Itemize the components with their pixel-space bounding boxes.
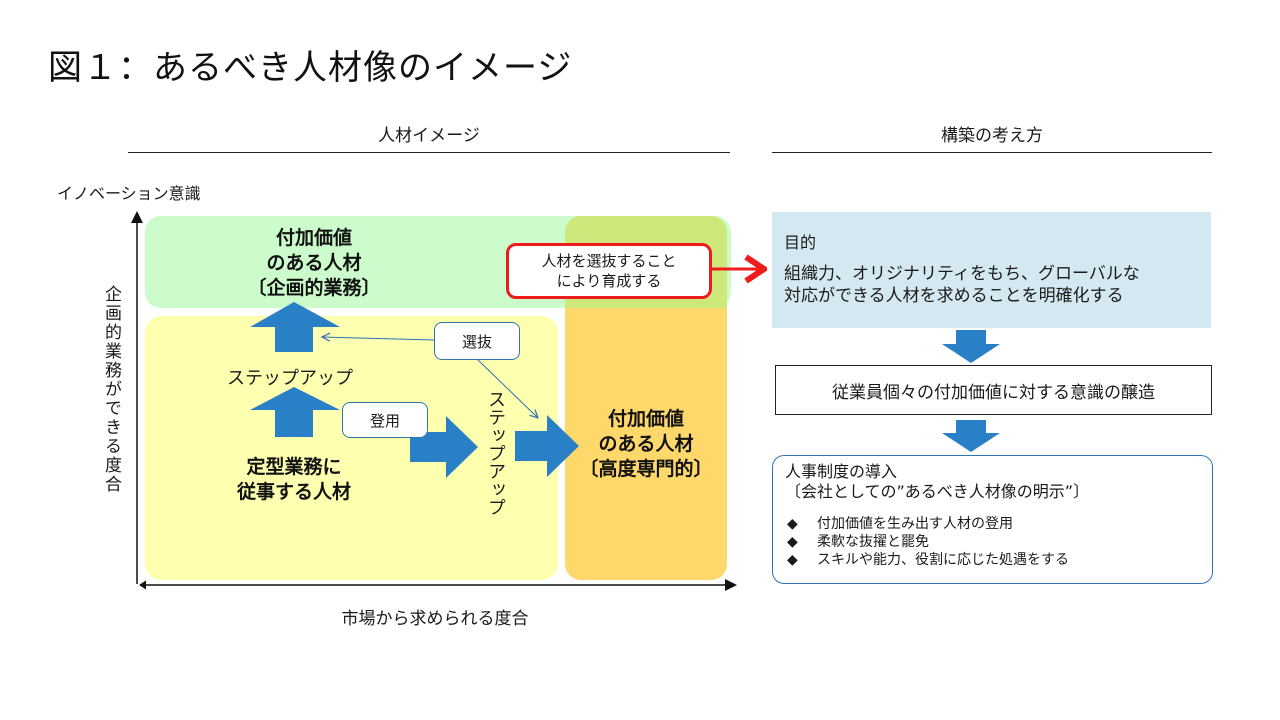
y-axis-top-label: イノベーション意識 — [57, 184, 201, 203]
specialist-talent-line2: のある人材 — [598, 433, 694, 455]
purpose-title: 目的 — [784, 233, 817, 252]
awareness-box: 従業員個々の付加価値に対する意識の醸造 — [775, 365, 1212, 415]
develop-callout-line1: 人材を選抜すること — [541, 252, 677, 270]
diamond-bullet-icon: ◆ — [787, 552, 798, 568]
x-axis-origin-arrow — [139, 580, 147, 590]
right-arrow-left — [410, 416, 478, 478]
planning-talent-line3: 〔企画的業務〕 — [247, 277, 381, 299]
left-section-rule — [128, 152, 730, 153]
y-axis-side-label: 企画的業務ができる度合 — [101, 285, 121, 494]
hr-bullet-item: ◆ スキルや能力、役割に応じた処遇をする — [773, 551, 1069, 569]
down-arrow-2 — [942, 420, 1000, 452]
specialist-talent-line1: 付加価値 — [607, 408, 684, 430]
hr-system-title: 人事制度の導入 〔会社としての”あるべき人材像の明示”〕 — [785, 462, 1089, 502]
hr-system-box: 人事制度の導入 〔会社としての”あるべき人材像の明示”〕 ◆ 付加価値を生み出す… — [772, 455, 1213, 584]
hr-bullet-item: ◆ 柔軟な抜擢と罷免 — [773, 533, 1069, 551]
purpose-text: 組織力、オリジナリティをもち、グローバルな 対応ができる人材を求めることを明確化… — [784, 263, 1140, 307]
purpose-text-line1: 組織力、オリジナリティをもち、グローバルな — [784, 264, 1140, 284]
develop-by-selection-callout: 人材を選抜すること により育成する — [506, 243, 712, 299]
right-section-rule — [772, 152, 1212, 153]
selection-connector-up — [322, 337, 435, 340]
step-up-horizontal-label: ステップアップ — [227, 368, 353, 389]
routine-talent-label: 定型業務に 従事する人材 — [200, 455, 388, 505]
specialist-talent-label: 付加価値 のある人材 〔高度専門的〕 — [565, 407, 727, 482]
purpose-box: 目的 組織力、オリジナリティをもち、グローバルな 対応ができる人材を求めることを… — [772, 212, 1211, 328]
hr-bullet-text: スキルや能力、役割に応じた処遇をする — [817, 552, 1069, 568]
planning-talent-label: 付加価値 のある人材 〔企画的業務〕 — [200, 226, 428, 301]
x-axis-label: 市場から求められる度合 — [341, 609, 529, 629]
diamond-bullet-icon: ◆ — [787, 516, 798, 532]
right-section-heading: 構築の考え方 — [941, 126, 1043, 146]
up-arrow-lower — [250, 387, 340, 437]
routine-talent-line1: 定型業務に — [246, 456, 342, 478]
planning-talent-line2: のある人材 — [266, 252, 362, 274]
up-arrow-upper — [250, 302, 340, 352]
routine-talent-line2: 従事する人材 — [236, 481, 351, 503]
hr-system-title-line2: 〔会社としての”あるべき人材像の明示”〕 — [785, 482, 1090, 501]
step-up-vertical-label: ステップアップ — [485, 390, 506, 516]
specialist-talent-line3: 〔高度専門的〕 — [579, 458, 713, 480]
selection-connector-down — [477, 359, 538, 418]
hr-bullet-text: 柔軟な抜擢と罷免 — [817, 534, 929, 550]
purpose-text-line2: 対応ができる人材を求めることを明確化する — [784, 286, 1124, 306]
hr-system-title-line1: 人事制度の導入 — [785, 462, 898, 481]
right-arrow-right — [515, 415, 579, 477]
selection-callout: 選抜 — [434, 322, 520, 360]
zone-routine-talent — [145, 316, 558, 580]
planning-talent-line1: 付加価値 — [275, 227, 352, 249]
left-section-heading: 人材イメージ — [378, 126, 480, 146]
page-title: 図１：あるべき人材像のイメージ — [48, 48, 573, 88]
down-arrow-1 — [942, 330, 1000, 363]
appointment-callout: 登用 — [342, 402, 428, 438]
diamond-bullet-icon: ◆ — [787, 534, 798, 550]
hr-bullet-text: 付加価値を生み出す人材の登用 — [817, 516, 1013, 532]
hr-system-bullets: ◆ 付加価値を生み出す人材の登用 ◆ 柔軟な抜擢と罷免 ◆ スキルや能力、役割に… — [773, 515, 1069, 569]
develop-callout-line2: により育成する — [556, 272, 662, 290]
hr-bullet-item: ◆ 付加価値を生み出す人材の登用 — [773, 515, 1069, 533]
